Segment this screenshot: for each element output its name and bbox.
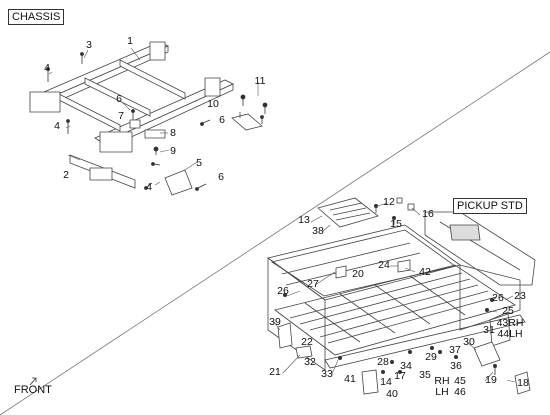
callout-number: 43RH xyxy=(496,317,524,329)
callout-number: RH xyxy=(434,375,450,387)
callout-number: 45 xyxy=(454,375,466,387)
front-arrow-icon xyxy=(29,377,37,386)
callout-number: 7 xyxy=(118,110,124,122)
callout-number: 42 xyxy=(419,266,431,278)
callout-number: 29 xyxy=(425,351,437,363)
pickup-bed-drawing xyxy=(267,224,526,371)
callout-number: 26 xyxy=(492,292,504,304)
callout-number: 27 xyxy=(307,278,319,290)
callout-number: 24 xyxy=(378,259,390,271)
skid-rail-drawing xyxy=(69,154,136,189)
callout-number: 33 xyxy=(321,368,333,380)
callout-number: 40 xyxy=(386,388,398,400)
callout-number: 32 xyxy=(304,356,316,368)
callout-number: 38 xyxy=(312,225,324,237)
callout-number: 35 xyxy=(419,369,431,381)
callout-number: 15 xyxy=(390,218,402,230)
callout-number: 46 xyxy=(454,386,466,398)
pickup-fasteners xyxy=(282,203,497,375)
callout-number: 11 xyxy=(254,75,266,87)
callout-number: 1 xyxy=(127,35,133,47)
callout-number: 6 xyxy=(219,114,225,126)
callout-number: 6 xyxy=(218,171,224,183)
callout-number: 31 xyxy=(483,324,495,336)
callout-number: 14 xyxy=(380,376,392,388)
callout-number: 2 xyxy=(63,169,69,181)
chassis-frame-drawing xyxy=(29,41,234,153)
callout-number: 4 xyxy=(146,181,152,193)
callout-number: 37 xyxy=(449,344,461,356)
callout-number: 4 xyxy=(44,62,50,74)
callout-number: 20 xyxy=(352,268,364,280)
callout-number: 4 xyxy=(54,120,60,132)
pickup-section-label: PICKUP STD xyxy=(453,198,527,214)
callout-number: 5 xyxy=(196,157,202,169)
chassis-leader-lines xyxy=(48,47,259,186)
callout-number: 3 xyxy=(86,39,92,51)
callout-number: 16 xyxy=(422,208,434,220)
callout-number: 23 xyxy=(514,290,526,302)
callout-number: 12 xyxy=(383,196,395,208)
callout-number: 18 xyxy=(517,377,529,389)
chassis-fasteners xyxy=(46,52,268,191)
callout-number: 26 xyxy=(277,285,289,297)
callout-number: 41 xyxy=(344,373,356,385)
cover-plate-drawing xyxy=(317,197,379,228)
callout-number: 22 xyxy=(301,336,313,348)
callout-number: 13 xyxy=(298,214,310,226)
callout-number: 6 xyxy=(116,93,122,105)
callout-number: 44LH xyxy=(497,328,523,340)
callout-number: 39 xyxy=(269,316,281,328)
callout-number: 19 xyxy=(485,374,497,386)
support-bracket-drawing xyxy=(231,112,263,131)
bracket-plate-drawing xyxy=(164,169,193,196)
callout-number: 34 xyxy=(400,360,412,372)
tailgate-panel-drawing xyxy=(424,211,536,286)
callout-number: 10 xyxy=(207,98,219,110)
callout-number: 21 xyxy=(269,366,281,378)
callout-number: 9 xyxy=(170,145,176,157)
callout-number: 25 xyxy=(502,305,514,317)
front-direction-label: FRONT xyxy=(14,384,52,396)
pickup-leader-lines xyxy=(273,202,516,383)
chassis-section-label: CHASSIS xyxy=(8,9,65,25)
callout-number: 8 xyxy=(170,127,176,139)
callout-number: 30 xyxy=(463,336,475,348)
section-divider-line xyxy=(0,51,550,415)
callout-number: LH xyxy=(435,386,449,398)
callout-number: 17 xyxy=(394,370,406,382)
callout-number: 36 xyxy=(450,360,462,372)
callout-number: 28 xyxy=(377,356,389,368)
